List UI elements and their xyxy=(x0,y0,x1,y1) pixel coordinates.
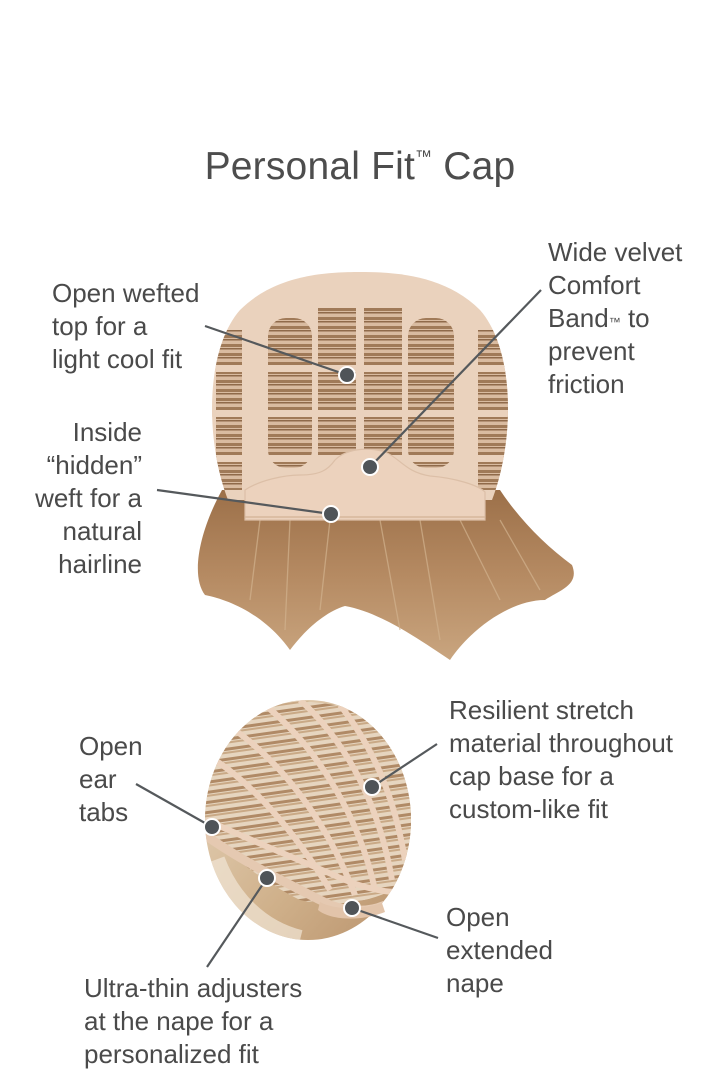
callout-dot-inside-hidden-weft xyxy=(322,505,340,523)
callout-open-ear-tabs: Open ear tabs xyxy=(79,731,143,827)
callout-text: to prevent friction xyxy=(548,303,650,399)
bottom-wig-illustration xyxy=(205,700,411,940)
title-suffix: Cap xyxy=(432,145,516,188)
leader-lines xyxy=(135,289,542,968)
callout-dots xyxy=(203,366,381,917)
callout-dot-open-extended-nape xyxy=(343,899,361,917)
callout-dot-ultra-thin-adjusters xyxy=(258,869,276,887)
top-wig-illustration xyxy=(197,272,574,660)
title-text: Personal Fit xyxy=(204,145,416,188)
callout-open-wefted-top: Open wefted top for a light cool fit xyxy=(52,278,200,374)
callout-dot-resilient-stretch xyxy=(363,778,381,796)
trademark-symbol: ™ xyxy=(415,147,433,166)
callout-ultra-thin-adjusters: Ultra-thin adjusters at the nape for a p… xyxy=(84,973,303,1069)
callout-dot-open-wefted-top xyxy=(338,366,356,384)
trademark-symbol: ™ xyxy=(608,315,621,329)
callout-wide-velvet-band: Wide velvet Comfort Band™ to prevent fri… xyxy=(548,236,682,401)
callout-open-extended-nape: Open extended nape xyxy=(446,902,553,998)
callout-resilient-stretch: Resilient stretch material throughout ca… xyxy=(449,695,674,824)
callout-dot-wide-velvet-band xyxy=(361,458,379,476)
callout-inside-hidden-weft: Inside “hidden” weft for a natural hairl… xyxy=(35,417,142,579)
callout-text: Wide velvet Comfort Band xyxy=(548,237,683,333)
page-title: Personal Fit™ Cap xyxy=(0,145,720,189)
callout-dot-open-ear-tabs xyxy=(203,818,221,836)
